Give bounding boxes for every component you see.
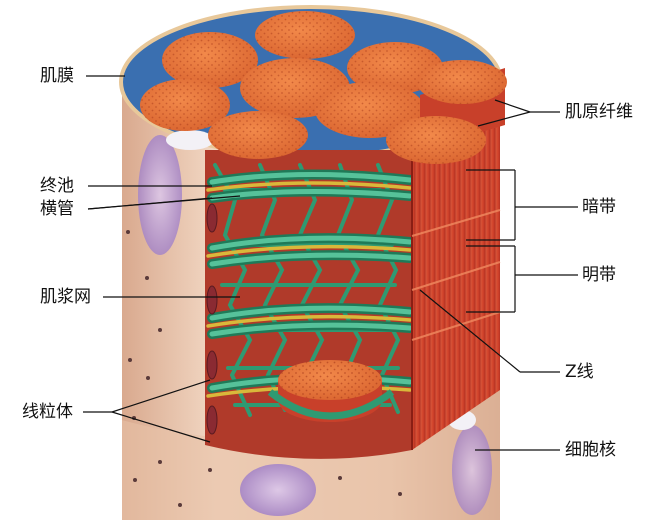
label-myofibril: 肌原纤维 [565, 102, 633, 122]
label-mitochondria: 线粒体 [22, 402, 73, 422]
label-t-tubule: 横管 [40, 199, 74, 219]
label-nucleus: 细胞核 [565, 440, 616, 460]
label-sarcoplasmic-reticulum: 肌浆网 [40, 287, 91, 307]
label-z-line: Z线 [565, 362, 594, 382]
label-a-band: 暗带 [582, 197, 616, 217]
label-i-band: 明带 [582, 265, 616, 285]
label-sarcolemma: 肌膜 [40, 66, 74, 86]
label-terminal-cisterna: 终池 [40, 176, 74, 196]
